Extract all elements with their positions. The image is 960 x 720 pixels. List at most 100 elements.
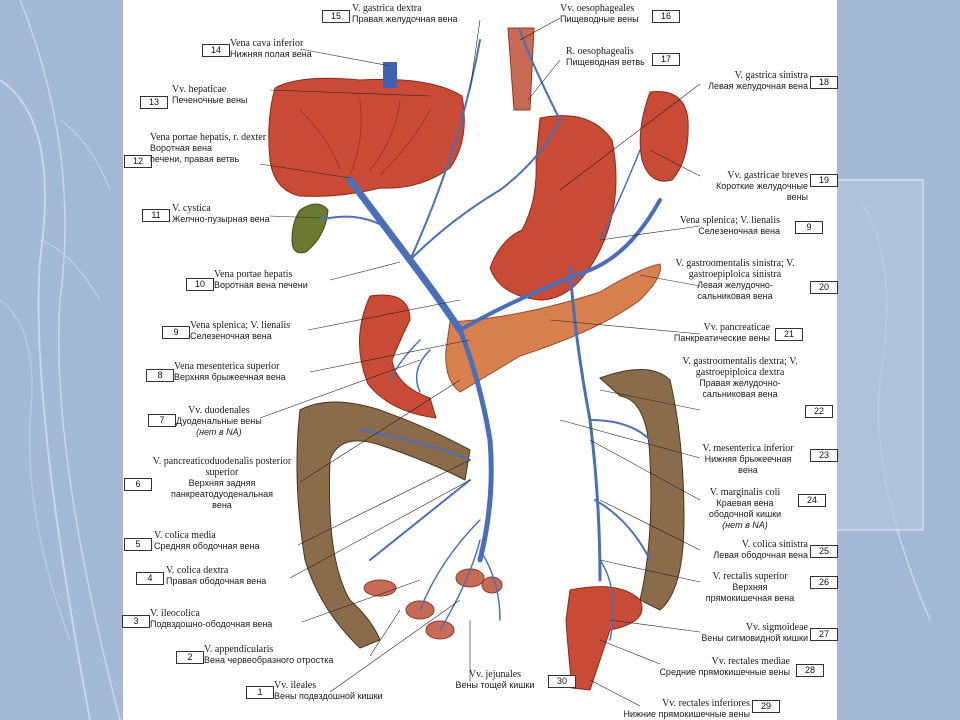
label-number-26: 26 xyxy=(810,576,838,589)
label-4-latin: V. colica dextra xyxy=(166,565,229,576)
label-9-left: Vena splenica; V. lienalis Селезеночная … xyxy=(190,320,290,342)
label-24: V. marginalis coli Краевая вена ободочно… xyxy=(690,487,800,531)
colon-ascending xyxy=(296,401,471,649)
label-11-russian: Желчно-пузырная вена xyxy=(172,214,270,224)
label-23-russian-2: вена xyxy=(738,465,758,475)
label-number-22: 22 xyxy=(805,405,833,418)
label-24-latin: V. marginalis coli xyxy=(709,487,781,498)
label-number-28: 28 xyxy=(796,664,824,677)
label-2-latin: V. appendicularis xyxy=(204,644,274,655)
liver xyxy=(268,77,465,197)
label-number-17: 17 xyxy=(652,53,680,66)
inferior-vena-cava xyxy=(383,62,397,88)
label-21: Vv. pancreaticae Панкреатические вены xyxy=(640,322,770,344)
label-10-latin: Vena portae hepatis xyxy=(214,269,293,280)
label-27-latin: Vv. sigmoideae xyxy=(745,622,808,633)
label-26-russian-1: Верхняя xyxy=(732,582,768,592)
label-16: Vv. oesophageales Пищеводные вены xyxy=(560,3,639,25)
label-25-latin: V. colica sinistra xyxy=(741,539,808,550)
label-number-24: 24 xyxy=(798,494,826,507)
label-19-latin: Vv. gastricae breves xyxy=(727,170,808,181)
label-8: Vena mesenterica superior Верхняя брыжее… xyxy=(174,361,286,383)
label-number-20: 20 xyxy=(810,281,838,294)
label-14-latin: Vena cava inferior xyxy=(230,38,304,49)
label-25-russian: Левая ободочная вена xyxy=(713,550,808,560)
label-9-left-latin: Vena splenica; V. lienalis xyxy=(190,320,291,331)
label-3-latin: V. ileocolica xyxy=(150,608,200,619)
label-20: V. gastroomentalis sinistra; V. gastroep… xyxy=(660,258,810,302)
label-11: V. cystica Желчно-пузырная вена xyxy=(172,203,270,225)
label-number-16: 16 xyxy=(652,10,680,23)
label-27-russian: Вены сигмовидной кишки xyxy=(701,633,808,643)
label-12: Vena portae hepatis, r. dexter Воротная … xyxy=(150,132,266,165)
label-2: V. appendicularis Вена червеобразного от… xyxy=(204,644,333,666)
label-number-8: 8 xyxy=(146,369,174,382)
label-13: Vv. hepaticae Печеночные вены xyxy=(172,84,247,106)
label-number-27: 27 xyxy=(810,628,838,641)
rectum xyxy=(565,586,643,691)
label-17: R. oesophagealis Пищеводная ветвь xyxy=(566,46,645,68)
small-intestine xyxy=(363,568,503,640)
label-6-russian-2: панкреатодуоденальная xyxy=(171,489,273,499)
label-number-19: 19 xyxy=(810,174,838,187)
duodenum xyxy=(359,294,437,419)
label-7-russian-2: (нет в NA) xyxy=(196,427,242,437)
label-20-russian-1: Левая желудочно- xyxy=(697,280,773,290)
label-number-1: 1 xyxy=(246,686,274,699)
label-19-russian-1: Короткие желудочные xyxy=(715,181,808,191)
label-number-3: 3 xyxy=(122,615,150,628)
label-20-latin: V. gastroomentalis sinistra; V. gastroep… xyxy=(675,258,795,280)
label-number-12: 12 xyxy=(124,155,152,168)
label-6-latin: V. pancreaticoduodenalis posterior super… xyxy=(152,456,292,478)
label-number-29: 29 xyxy=(752,700,780,713)
label-15: V. gastrica dextra Правая желудочная вен… xyxy=(352,3,457,25)
label-12-russian-1: Воротная вена xyxy=(150,143,212,153)
label-number-25: 25 xyxy=(810,545,838,558)
label-3: V. ileocolica Подвздошно-ободочная вена xyxy=(150,608,272,630)
label-18-russian: Левая желудочная вена xyxy=(708,81,808,91)
label-number-5: 5 xyxy=(124,538,152,551)
label-number-23: 23 xyxy=(810,449,838,462)
label-5-latin: V. colica media xyxy=(154,530,216,541)
label-16-russian: Пищеводные вены xyxy=(560,14,639,24)
label-21-latin: Vv. pancreaticae xyxy=(703,322,770,333)
label-19: Vv. gastricae breves Короткие желудочные… xyxy=(690,170,808,203)
gallbladder xyxy=(291,203,329,254)
label-28: Vv. rectales mediae Средние прямокишечны… xyxy=(620,656,790,678)
leader-lines xyxy=(259,17,701,707)
label-1: Vv. ileales Вены подвздошной кишки xyxy=(274,680,383,702)
label-17-latin: R. oesophagealis xyxy=(566,46,634,57)
label-30: Vv. jejunales Вены тощей кишки xyxy=(440,669,550,691)
label-23-russian-1: Нижняя брыжеечная xyxy=(704,454,792,464)
label-number-4: 4 xyxy=(136,572,164,585)
label-number-2: 2 xyxy=(176,651,204,664)
label-14-russian: Нижняя полая вена xyxy=(230,49,312,59)
label-27: Vv. sigmoideae Вены сигмовидной кишки xyxy=(660,622,808,644)
label-24-russian-2: ободочной кишки xyxy=(708,509,782,519)
label-4: V. colica dextra Правая ободочная вена xyxy=(166,565,266,587)
label-29-russian: Нижние прямокишечные вены xyxy=(623,709,750,719)
label-1-russian: Вены подвздошной кишки xyxy=(274,691,383,701)
label-number-13: 13 xyxy=(140,96,168,109)
label-5-russian: Средняя ободочная вена xyxy=(154,541,260,551)
label-18: V. gastrica sinistra Левая желудочная ве… xyxy=(690,70,808,92)
label-number-14: 14 xyxy=(202,44,230,57)
label-2-russian: Вена червеобразного отростка xyxy=(204,655,334,665)
label-22-latin: V. gastroomentalis dextra; V. gastroepip… xyxy=(682,356,798,378)
label-23-latin: V. mesenterica inferior xyxy=(702,443,794,454)
label-9-right-russian: Селезеночная вена xyxy=(698,226,780,236)
label-number-7: 7 xyxy=(148,414,176,427)
label-17-russian: Пищеводная ветвь xyxy=(566,57,645,67)
label-20-russian-2: сальниковая вена xyxy=(697,291,773,301)
label-number-11: 11 xyxy=(142,209,170,222)
label-25: V. colica sinistra Левая ободочная вена xyxy=(690,539,808,561)
label-11-latin: V. cystica xyxy=(172,203,211,214)
label-26-latin: V. rectalis superior xyxy=(712,571,788,582)
label-22-russian-1: Правая желудочно- xyxy=(699,378,781,388)
label-28-latin: Vv. rectales mediae xyxy=(711,656,790,667)
label-8-latin: Vena mesenterica superior xyxy=(174,361,280,372)
label-10-russian: Воротная вена печени xyxy=(214,280,308,290)
label-7-russian-1: Дуоденальные вены xyxy=(176,416,262,426)
label-22: V. gastroomentalis dextra; V. gastroepip… xyxy=(680,356,800,400)
label-23: V. mesenterica inferior Нижняя брыжеечна… xyxy=(688,443,808,476)
